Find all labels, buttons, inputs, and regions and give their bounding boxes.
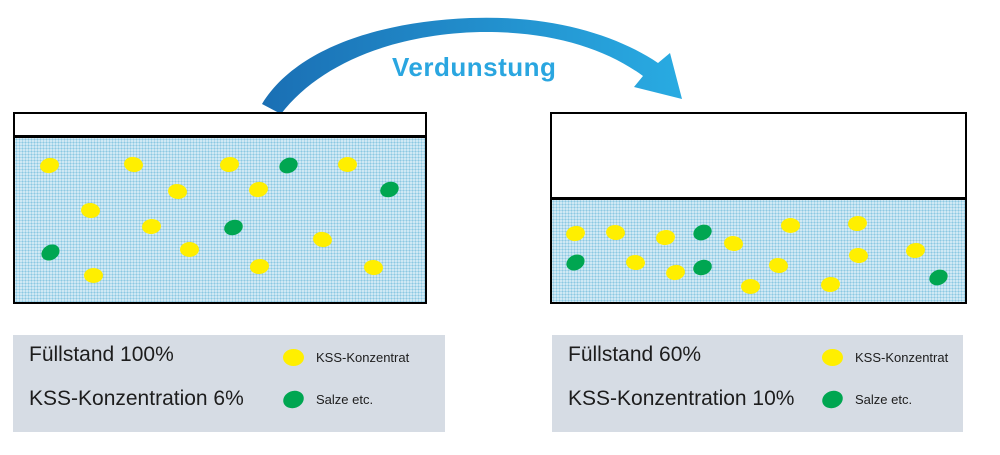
- tank-left-water: [15, 138, 425, 302]
- kss-concentrate-icon: [283, 348, 304, 366]
- salt-icon: [819, 387, 846, 411]
- legend-label: Salze etc.: [855, 391, 913, 407]
- panel-left: Füllstand 100% KSS-Konzentration 6% KSS-…: [13, 335, 445, 432]
- concentration-label: KSS-Konzentration 10%: [568, 387, 795, 410]
- tank-left-air-gap: [15, 114, 425, 138]
- legend-label: KSS-Konzentrat: [855, 349, 949, 365]
- concentration-label: KSS-Konzentration 6%: [29, 387, 244, 410]
- verdunstung-label: Verdunstung: [392, 52, 557, 82]
- legend-row-kss: KSS-Konzentrat: [822, 348, 948, 366]
- legend-row-salts: Salze etc.: [280, 387, 409, 411]
- tank-right: [550, 112, 967, 304]
- panel-right-text: Füllstand 60% KSS-Konzentration 10%: [568, 344, 794, 409]
- tank-right-air-gap: [552, 114, 965, 200]
- salt-icon: [280, 387, 307, 411]
- fill-level-label: Füllstand 60%: [568, 343, 702, 366]
- tank-right-water: [552, 200, 965, 302]
- kss-concentrate-icon: [822, 348, 843, 366]
- panel-left-legend: KSS-Konzentrat Salze etc.: [280, 348, 409, 411]
- tank-left: [13, 112, 427, 304]
- fill-level-label: Füllstand 100%: [29, 343, 174, 366]
- panel-right-legend: KSS-Konzentrat Salze etc.: [819, 348, 948, 411]
- legend-label: KSS-Konzentrat: [316, 349, 410, 365]
- legend-row-salts: Salze etc.: [819, 387, 948, 411]
- legend-row-kss: KSS-Konzentrat: [283, 348, 409, 366]
- evaporation-arrow: [262, 17, 682, 114]
- panel-left-text: Füllstand 100% KSS-Konzentration 6%: [29, 344, 244, 409]
- curved-arrow-shape: [262, 17, 682, 114]
- panel-right: Füllstand 60% KSS-Konzentration 10% KSS-…: [552, 335, 963, 432]
- legend-label: Salze etc.: [316, 391, 374, 407]
